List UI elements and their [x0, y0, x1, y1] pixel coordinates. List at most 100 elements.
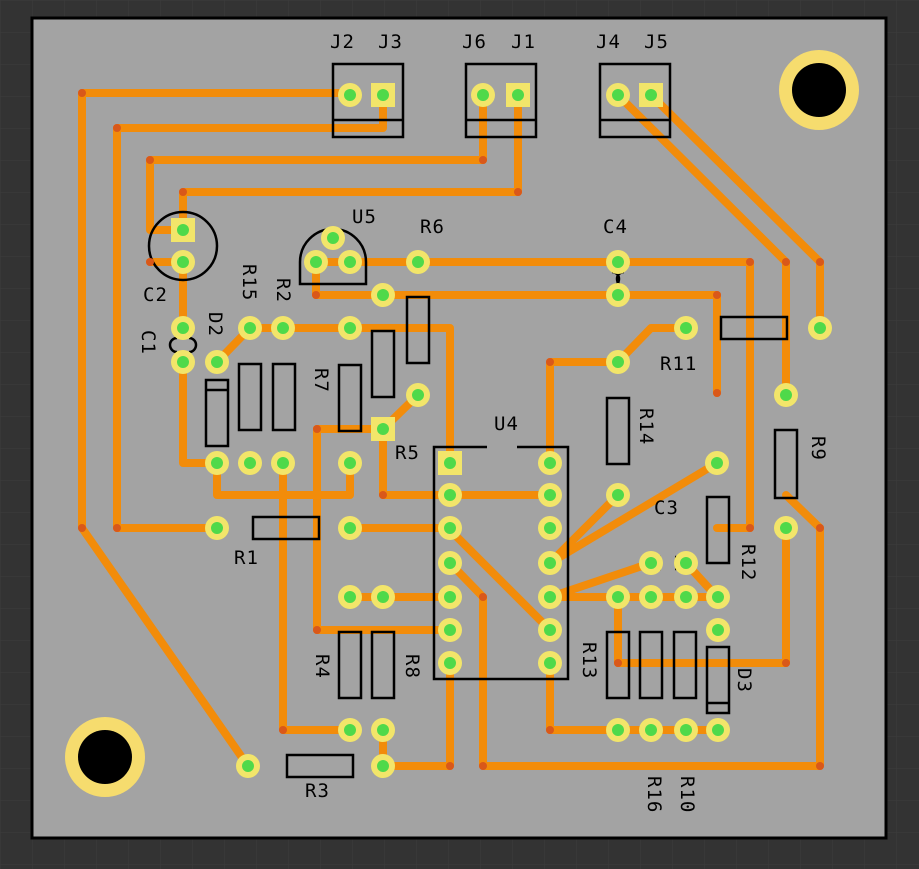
pad-drill — [211, 522, 223, 534]
board-outline — [30, 16, 888, 840]
pad-drill — [814, 322, 826, 334]
trace-via — [614, 659, 622, 667]
label-J6: J6 — [462, 31, 487, 53]
pad-drill — [444, 591, 456, 603]
trace-via — [279, 726, 287, 734]
label-R3: R3 — [305, 780, 330, 802]
trace-via — [713, 389, 721, 397]
label-R16: R16 — [643, 776, 665, 813]
pad-drill — [310, 256, 322, 268]
trace-via — [313, 626, 321, 634]
label-R5: R5 — [395, 442, 420, 464]
trace-via — [479, 593, 487, 601]
label-layer: J2 J3 J6 J1 J4 J5 U5 R6 C4 C2 C1 R15 R2 … — [137, 31, 829, 813]
trace-via — [313, 425, 321, 433]
label-C1: C1 — [137, 330, 159, 355]
pad-drill — [680, 322, 692, 334]
label-R6: R6 — [420, 216, 445, 238]
label-R1: R1 — [234, 547, 259, 569]
pad-drill — [444, 522, 456, 534]
label-D3: D3 — [733, 668, 755, 693]
pad-drill — [377, 724, 389, 736]
label-R14: R14 — [635, 408, 657, 445]
pad-drill — [412, 389, 424, 401]
pad-drill — [444, 624, 456, 636]
pad-drill — [680, 591, 692, 603]
pad-drill — [645, 89, 657, 101]
trace-via — [113, 124, 121, 132]
trace-via — [782, 659, 790, 667]
trace-via — [816, 524, 824, 532]
trace-via — [546, 358, 554, 366]
pad-drill — [377, 289, 389, 301]
pad-drill — [244, 322, 256, 334]
pad-drill — [544, 557, 556, 569]
pad-drill — [477, 89, 489, 101]
pad-drill — [780, 522, 792, 534]
label-R13: R13 — [578, 642, 600, 679]
label-R8: R8 — [401, 654, 423, 679]
pad-drill — [344, 522, 356, 534]
pad-drill — [544, 522, 556, 534]
pad-drill — [512, 89, 524, 101]
trace-via — [514, 188, 522, 196]
pad-drill — [177, 356, 189, 368]
trace-via — [816, 762, 824, 770]
pad-drill — [612, 591, 624, 603]
pad-drill — [377, 89, 389, 101]
pad-drill — [645, 724, 657, 736]
pad-drill — [444, 457, 456, 469]
trace-via — [713, 291, 721, 299]
pad-drill — [780, 389, 792, 401]
mounting-holes — [65, 50, 859, 797]
label-R9: R9 — [807, 436, 829, 461]
trace-via — [446, 762, 454, 770]
pad-drill — [377, 760, 389, 772]
pad-drill — [444, 557, 456, 569]
trace-via — [479, 156, 487, 164]
pad-drill — [612, 724, 624, 736]
pad-drill — [612, 489, 624, 501]
label-J5: J5 — [644, 31, 669, 53]
pad-drill — [244, 457, 256, 469]
trace-via — [78, 89, 86, 97]
label-D2: D2 — [204, 312, 226, 337]
pad-layer — [78, 83, 832, 778]
pad-drill — [344, 591, 356, 603]
pad-drill — [544, 591, 556, 603]
pad-drill — [612, 289, 624, 301]
pad-drill — [645, 591, 657, 603]
label-U5: U5 — [352, 206, 377, 228]
label-J1: J1 — [511, 31, 536, 53]
pad-drill — [277, 322, 289, 334]
trace-via — [816, 258, 824, 266]
label-J4: J4 — [596, 31, 621, 53]
pad-drill — [277, 457, 289, 469]
label-J3: J3 — [378, 31, 403, 53]
trace-via — [179, 188, 187, 196]
pad-drill — [680, 724, 692, 736]
pad-drill — [344, 724, 356, 736]
label-R15: R15 — [238, 264, 260, 301]
label-C4: C4 — [603, 216, 628, 238]
pad-drill — [612, 356, 624, 368]
pad-drill — [177, 256, 189, 268]
pad-drill — [645, 557, 657, 569]
trace-via — [312, 291, 320, 299]
trace-via — [782, 258, 790, 266]
pad-drill — [377, 591, 389, 603]
pad-drill — [242, 760, 254, 772]
trace-via — [113, 524, 121, 532]
pad-drill — [544, 657, 556, 669]
label-C2: C2 — [143, 284, 168, 306]
pad-drill — [177, 224, 189, 236]
pad-drill — [712, 591, 724, 603]
pad-drill — [544, 457, 556, 469]
pad-drill — [711, 457, 723, 469]
pad-drill — [327, 232, 339, 244]
pad-drill — [344, 457, 356, 469]
pad-drill — [344, 256, 356, 268]
trace-via — [546, 726, 554, 734]
label-R2: R2 — [272, 278, 294, 303]
